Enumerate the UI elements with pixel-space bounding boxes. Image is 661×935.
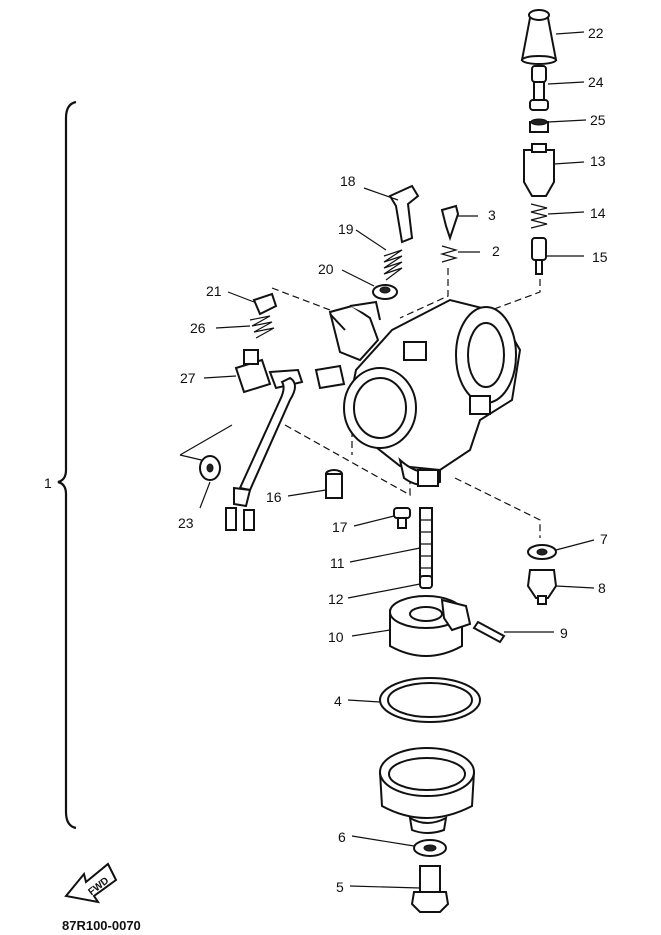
callout-label-assembly: 1 bbox=[44, 475, 52, 491]
callout-label-3: 3 bbox=[488, 207, 496, 223]
callout-label-17: 17 bbox=[332, 519, 348, 535]
part-8-needle-valve bbox=[526, 569, 558, 605]
part-21-nut bbox=[252, 292, 278, 316]
callout-label-6: 6 bbox=[338, 829, 346, 845]
part-18-cable-adjuster bbox=[388, 184, 420, 244]
callout-label-12: 12 bbox=[328, 591, 344, 607]
part-9-float-pin bbox=[472, 620, 506, 644]
callout-label-21: 21 bbox=[206, 283, 222, 299]
leader-lines bbox=[199, 31, 595, 889]
callout-label-5: 5 bbox=[336, 879, 344, 895]
callout-label-19: 19 bbox=[338, 221, 354, 237]
part-26-spring bbox=[249, 315, 275, 339]
callout-label-9: 9 bbox=[560, 625, 568, 641]
callout-label-23: 23 bbox=[178, 515, 194, 531]
callout-label-25: 25 bbox=[590, 112, 606, 128]
part-5-drain-plug bbox=[410, 865, 450, 913]
callout-label-7: 7 bbox=[600, 531, 608, 547]
dashed-line-needle-screw bbox=[399, 268, 449, 319]
part-13-mixing-chamber-top bbox=[523, 143, 555, 197]
callout-label-10: 10 bbox=[328, 629, 344, 645]
part-15-throttle-valve bbox=[531, 237, 547, 275]
part-24-adjuster bbox=[529, 65, 549, 111]
callout-label-13: 13 bbox=[590, 153, 606, 169]
callout-label-27: 27 bbox=[180, 370, 196, 386]
assembly-bracket bbox=[57, 100, 77, 830]
callout-label-11: 11 bbox=[330, 555, 345, 571]
part-16-pilot-jet bbox=[325, 469, 343, 499]
part-7-washer bbox=[527, 544, 557, 560]
dashed-line-drain-screw bbox=[284, 424, 411, 497]
callout-label-4: 4 bbox=[334, 693, 342, 709]
callout-label-15: 15 bbox=[592, 249, 608, 265]
part-11-needle-jet bbox=[419, 507, 433, 581]
part-carburetor-body bbox=[314, 298, 522, 487]
part-6-washer bbox=[413, 839, 447, 857]
part-2-spring bbox=[439, 245, 459, 263]
part-12-main-jet bbox=[419, 575, 433, 589]
part-27-starter-plunger bbox=[225, 349, 304, 531]
fwd-arrow-icon: FWD bbox=[64, 862, 118, 904]
part-17-screw bbox=[393, 507, 411, 529]
dashed-line-mainjet bbox=[454, 477, 541, 538]
part-20-washer bbox=[372, 284, 398, 300]
part-float-bowl bbox=[379, 747, 475, 834]
callout-label-2: 2 bbox=[492, 243, 500, 259]
callout-label-20: 20 bbox=[318, 261, 334, 277]
callout-label-14: 14 bbox=[590, 205, 606, 221]
callout-label-18: 18 bbox=[340, 173, 356, 189]
part-22-cap bbox=[520, 9, 558, 65]
part-3-pilot-screw bbox=[440, 204, 460, 242]
part-23-washer bbox=[199, 455, 221, 481]
part-19-spring bbox=[383, 249, 403, 281]
callout-label-16: 16 bbox=[266, 489, 282, 505]
callout-label-22: 22 bbox=[588, 25, 604, 41]
reference-code: 87R100-0070 bbox=[62, 918, 141, 933]
part-14-spring bbox=[530, 203, 548, 229]
part-4-gasket bbox=[379, 677, 481, 723]
dashed-line-top-cable bbox=[271, 287, 331, 311]
part-25-locknut bbox=[529, 118, 549, 133]
dashed-line-jet-needle bbox=[469, 268, 541, 319]
callout-label-24: 24 bbox=[588, 74, 604, 90]
part-10-float bbox=[389, 595, 472, 657]
callout-label-8: 8 bbox=[598, 580, 606, 596]
callout-label-26: 26 bbox=[190, 320, 206, 336]
